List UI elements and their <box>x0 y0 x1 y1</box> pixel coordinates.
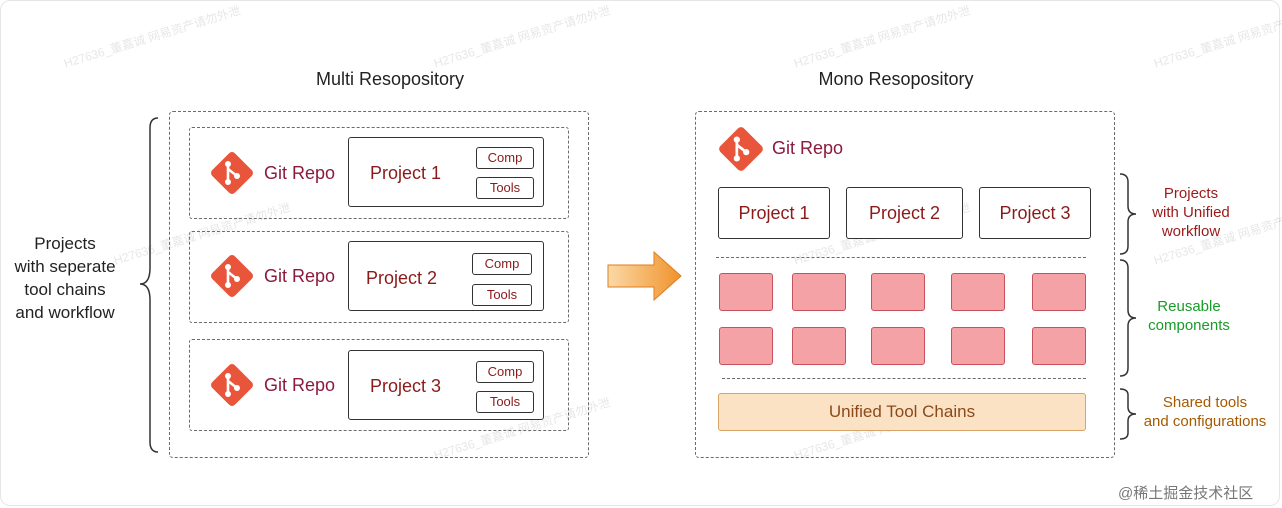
reusable-component-block <box>871 273 925 311</box>
side-label-line: tool chains <box>24 280 106 299</box>
mono-repo-title: Mono Resopository <box>818 69 974 89</box>
note-line: and configurations <box>1143 413 1267 430</box>
comp-box: Comp <box>476 361 534 383</box>
project-label: Project 1 <box>370 163 442 183</box>
note-line: Projects <box>1163 185 1219 202</box>
comp-box: Comp <box>476 147 534 169</box>
multi-row-1 <box>189 127 569 219</box>
dashed-divider <box>716 257 1086 258</box>
side-label-line: and workflow <box>15 303 115 322</box>
multi-repo-container <box>169 111 589 458</box>
right-brace-icon <box>1119 388 1137 440</box>
multi-row-3 <box>189 339 569 431</box>
mono-project-box: Project 2 <box>846 187 963 239</box>
unified-tool-chains-bar: Unified Tool Chains <box>718 393 1086 431</box>
reusable-component-block <box>951 327 1005 365</box>
side-label-line: with seperate <box>14 257 116 276</box>
note-line: with Unified <box>1152 204 1230 221</box>
multi-row-2 <box>189 231 569 323</box>
comp-box: Comp <box>472 253 532 275</box>
git-logo-icon <box>211 152 253 194</box>
git-repo-label: Git Repo <box>264 375 336 395</box>
reusable-component-block <box>951 273 1005 311</box>
tools-box: Tools <box>476 391 534 413</box>
note-line: workflow <box>1161 223 1221 240</box>
git-logo-icon <box>719 127 763 171</box>
multi-side-label: Projects with seperate tool chains and w… <box>0 232 130 324</box>
note-line: components <box>1148 317 1230 334</box>
note-projects-unified: Projects with Unified workflow <box>1136 184 1246 241</box>
multi-repo-title: Multi Resopository <box>315 69 465 89</box>
git-logo-icon <box>211 364 253 406</box>
git-repo-label: Git Repo <box>264 163 336 183</box>
project-label: Project 3 <box>370 376 442 396</box>
reusable-component-block <box>719 273 773 311</box>
right-arrow-icon <box>607 250 682 302</box>
note-line: Shared tools <box>1162 394 1248 411</box>
mono-project-box: Project 1 <box>718 187 830 239</box>
reusable-component-block <box>871 327 925 365</box>
project-label: Project 2 <box>366 268 438 288</box>
right-brace-icon <box>1119 173 1137 255</box>
footer-credit: @稀土掘金技术社区 <box>1118 485 1254 502</box>
reusable-component-block <box>1032 327 1086 365</box>
reusable-component-block <box>792 327 846 365</box>
dashed-divider <box>722 378 1086 379</box>
note-reusable-components: Reusable components <box>1134 297 1244 335</box>
git-logo-icon <box>211 255 253 297</box>
reusable-component-block <box>719 327 773 365</box>
note-shared-tools: Shared tools and configurations <box>1130 393 1280 431</box>
tools-box: Tools <box>476 177 534 199</box>
tools-box: Tools <box>472 284 532 306</box>
mono-project-box: Project 3 <box>979 187 1091 239</box>
left-brace-icon <box>139 117 159 453</box>
mono-repo-container <box>695 111 1115 458</box>
right-brace-icon <box>1119 259 1137 377</box>
git-repo-label: Git Repo <box>772 138 844 158</box>
side-label-line: Projects <box>34 234 96 253</box>
reusable-component-block <box>1032 273 1086 311</box>
reusable-component-block <box>792 273 846 311</box>
git-repo-label: Git Repo <box>264 266 336 286</box>
note-line: Reusable <box>1157 298 1221 315</box>
